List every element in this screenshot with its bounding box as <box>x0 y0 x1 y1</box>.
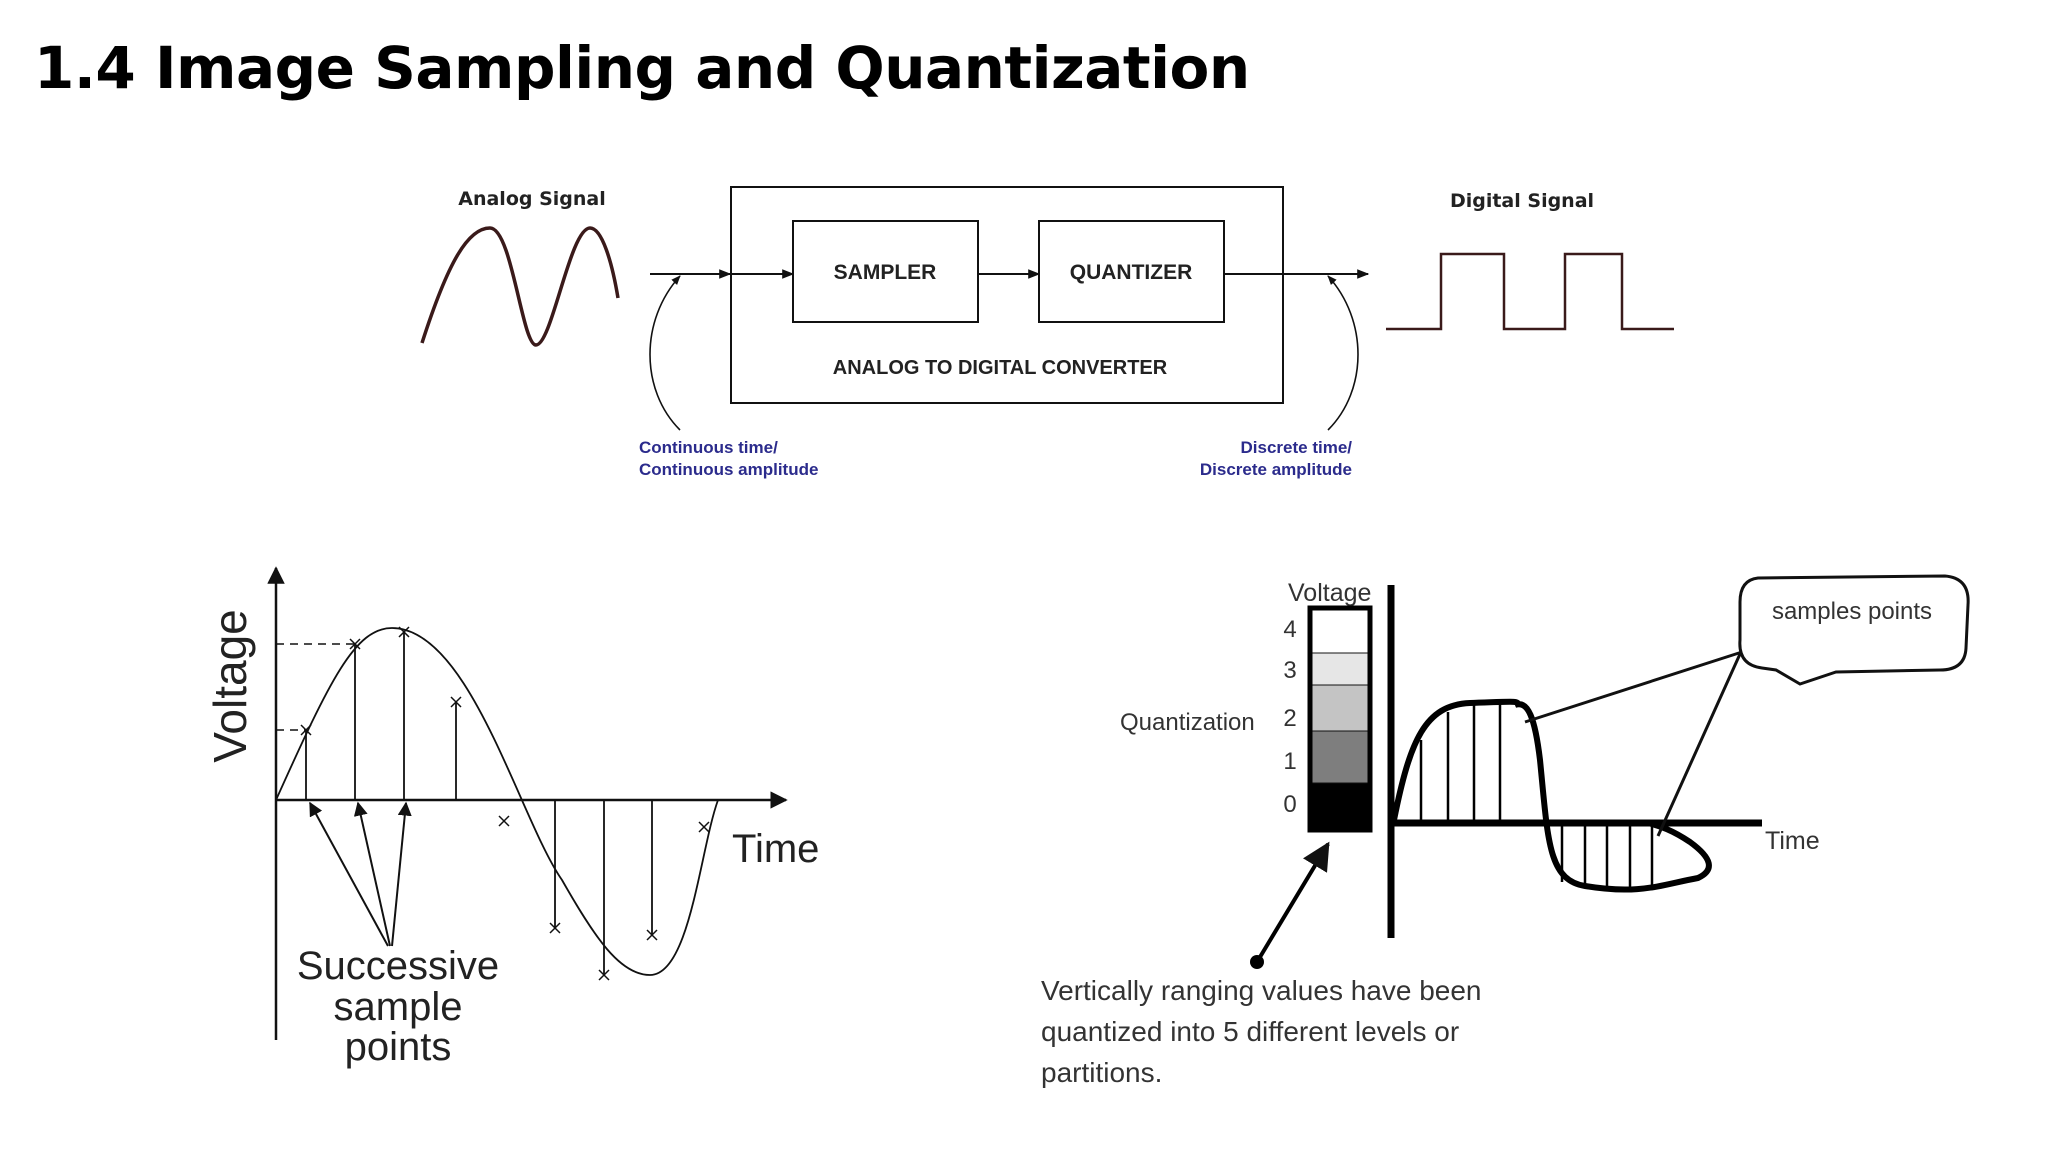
sampling-caption-line2: sample <box>334 985 463 1029</box>
level-bar-frame <box>1307 605 1373 833</box>
discrete-amplitude-label: Discrete amplitude <box>1200 460 1352 479</box>
callout-pointer-upper <box>1524 650 1743 724</box>
continuous-time-label: Continuous time/ <box>639 438 778 457</box>
continuous-pointer <box>649 275 681 431</box>
digital-square-wave <box>1386 252 1674 331</box>
time-axis-label: Time <box>732 827 819 871</box>
caption-pointer <box>1255 841 1330 964</box>
sampling-plot: Voltage Time <box>204 566 819 1069</box>
caption-pointer-dot <box>1250 955 1264 969</box>
discrete-time-label: Discrete time/ <box>1241 438 1353 457</box>
quantization-time-label: Time <box>1765 827 1820 855</box>
quantization-caption-line2: quantized into 5 different levels or <box>1041 1016 1459 1047</box>
level-label-4: 4 <box>1283 616 1296 643</box>
converter-label: ANALOG TO DIGITAL CONVERTER <box>833 357 1168 379</box>
quantized-signal-curve <box>1391 698 1712 893</box>
level-2-cell <box>1309 684 1371 732</box>
sampling-caption-line3: points <box>345 1025 452 1069</box>
sampler-label: SAMPLER <box>834 261 937 284</box>
analog-sine-wave <box>420 226 620 347</box>
quantization-sample-stems <box>1419 702 1654 889</box>
level-3-cell <box>1309 652 1371 686</box>
level-label-1: 1 <box>1283 748 1296 775</box>
level-4-cell <box>1309 607 1371 654</box>
analog-signal-label: Analog Signal <box>458 188 606 210</box>
caption-pointers <box>309 801 412 947</box>
level-label-3: 3 <box>1283 657 1296 684</box>
quantization-level-bar <box>1307 605 1373 833</box>
sample-point-marks <box>300 626 710 981</box>
level-label-2: 2 <box>1283 705 1296 732</box>
sampler-box <box>792 220 979 323</box>
discrete-pointer <box>1327 275 1359 431</box>
samples-callout-label: samples points <box>1772 598 1932 625</box>
converter-box <box>730 186 1284 404</box>
voltage-axis-label: Voltage <box>204 609 256 762</box>
digital-signal-label: Digital Signal <box>1450 190 1594 212</box>
sample-stems <box>305 632 653 975</box>
continuous-amplitude-label: Continuous amplitude <box>639 460 818 479</box>
quantization-caption-line1: Vertically ranging values have been <box>1041 975 1482 1006</box>
page-title: 1.4 Image Sampling and Quantization <box>34 34 1250 102</box>
quantization-plot: Voltage 4 3 2 1 0 Quantization Time <box>1041 574 1970 1088</box>
level-label-0: 0 <box>1283 791 1296 818</box>
adc-diagram: Analog Signal SAMPLER QUANTIZER ANALOG T… <box>420 186 1674 479</box>
samples-callout-bubble <box>1738 574 1970 686</box>
level-0-cell <box>1309 782 1371 831</box>
sampling-caption-line1: Successive <box>297 944 499 988</box>
quantization-caption-line3: partitions. <box>1041 1057 1162 1088</box>
quantizer-label: QUANTIZER <box>1070 261 1193 284</box>
level-1-cell <box>1309 730 1371 784</box>
quantizer-box <box>1038 220 1225 323</box>
quantization-voltage-label: Voltage <box>1288 579 1371 607</box>
quantization-side-label: Quantization <box>1120 709 1255 736</box>
callout-pointer-lower <box>1656 653 1742 837</box>
